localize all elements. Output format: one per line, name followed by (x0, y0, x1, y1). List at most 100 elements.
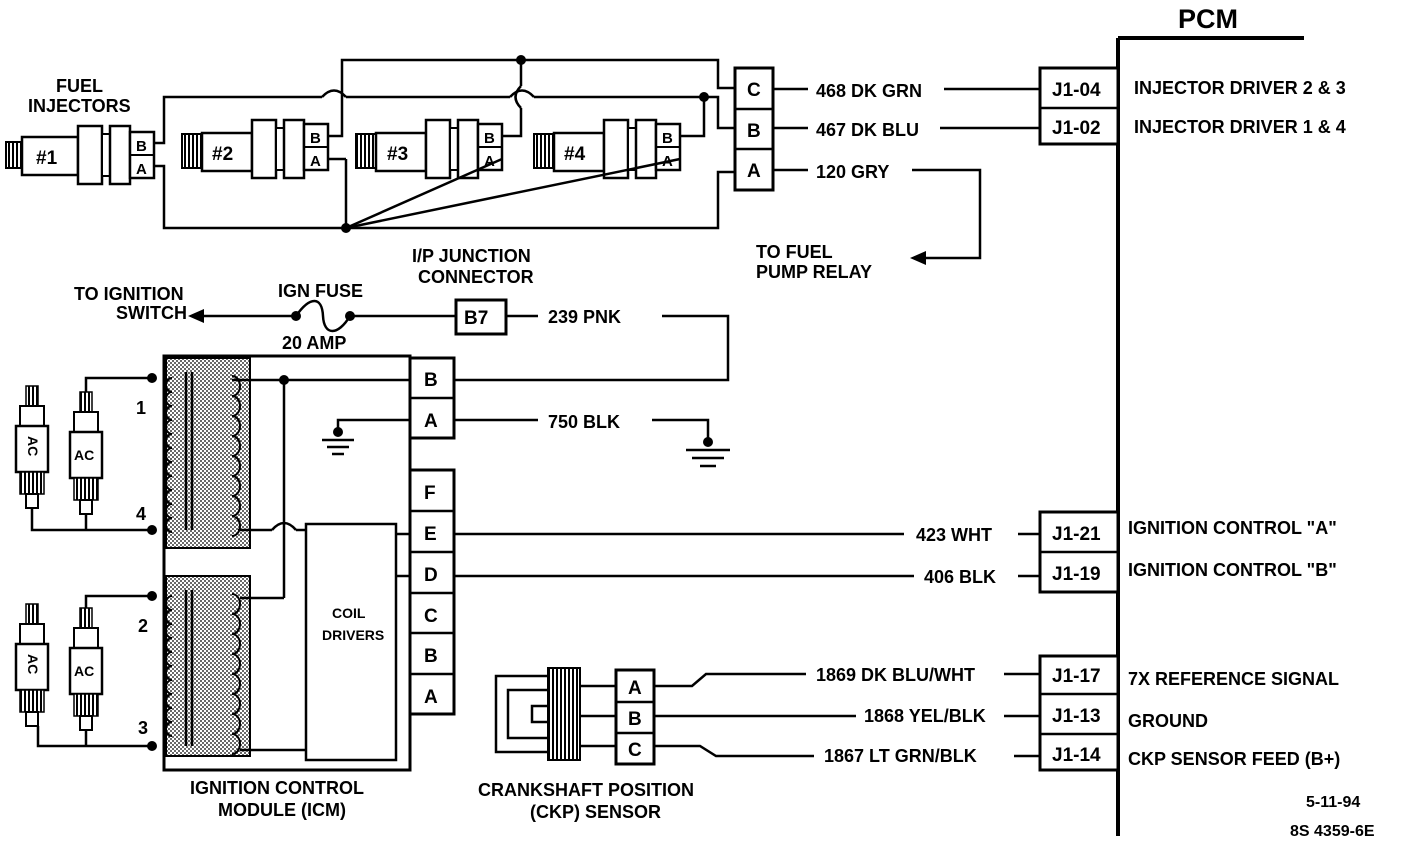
fuel-injector-2-label: #2 (212, 144, 233, 165)
plug-3-brand: AC (74, 663, 94, 679)
pcm-terminal-j1-21: J1-21 (1052, 524, 1101, 545)
coil-drivers-line2: DRIVERS (322, 627, 384, 643)
pcm-terminal-j1-19: J1-19 (1052, 564, 1101, 585)
ip-junction-line1: I/P JUNCTION (412, 246, 531, 266)
fuel-injector-2-pin-b: B (310, 130, 321, 147)
icm-pin-b-bottom: B (424, 646, 438, 667)
fuel-injectors-title-line1: FUEL (56, 76, 103, 96)
wire-1867-label: 1867 LT GRN/BLK (824, 746, 977, 766)
fuel-injector-3-label: #3 (387, 144, 408, 165)
pcm-function-ckp-feed: CKP SENSOR FEED (B+) (1128, 749, 1340, 769)
icm-ground-wire: 750 BLK (454, 412, 730, 468)
spark-plug-icon: AC (68, 607, 104, 731)
icm-label-line1: IGNITION CONTROL (190, 778, 364, 798)
ground-symbol-icon (686, 448, 730, 468)
ground-symbol-icon (322, 438, 354, 456)
to-fuel-pump-line2: PUMP RELAY (756, 262, 872, 282)
spark-plug-icon: AC (14, 603, 50, 727)
icm-pin-a-bottom: A (424, 687, 438, 708)
icm-pin-d: D (424, 565, 438, 586)
pcm-terminal-j1-04: J1-04 (1052, 80, 1101, 101)
diagram-date: 5-11-94 (1306, 794, 1360, 811)
arrow-to-fuel-pump-icon (910, 251, 926, 265)
fuel-injector-4-pin-b: B (662, 130, 673, 147)
injector-connector: C B A (733, 66, 775, 192)
injector-connector-pin-c: C (747, 80, 761, 101)
pcm-function-injector-2-3: INJECTOR DRIVER 2 & 3 (1134, 78, 1346, 98)
coil-pack-2-3 (165, 575, 251, 757)
ignition-control-wires: 423 WHT 406 BLK J1-21 J1-19 IGNITION CON… (454, 510, 1337, 594)
spark-plugs: AC AC 1 4 AC (14, 373, 157, 751)
power-feed-section: TO IGNITION SWITCH IGN FUSE 20 AMP I/P J… (74, 246, 730, 382)
icm-pin-e: E (424, 524, 437, 545)
plug-2-brand: AC (25, 654, 41, 674)
fuel-injector-4: #4 B A (533, 118, 682, 180)
ip-junction-line2: CONNECTOR (418, 267, 534, 287)
wire-1869-label: 1869 DK BLU/WHT (816, 665, 975, 685)
ckp-connector (614, 668, 656, 766)
plug-1-brand: AC (25, 436, 41, 456)
pcm-terminal-j1-14: J1-14 (1052, 745, 1101, 766)
fuel-injector-3: #3 B A (355, 118, 504, 180)
cylinder-3-label: 3 (138, 718, 148, 738)
wire-406-label: 406 BLK (924, 567, 996, 587)
splice-dot (341, 223, 351, 233)
fuel-injector-3-pin-a: A (484, 153, 495, 170)
coil-drivers-line1: COIL (332, 605, 366, 621)
pcm-function-ground: GROUND (1128, 711, 1208, 731)
wire-750-label: 750 BLK (548, 412, 620, 432)
wire-468-label: 468 DK GRN (816, 81, 922, 101)
fuel-injector-1: #1 B A (5, 124, 156, 186)
fuel-injector-1-pin-b: B (136, 138, 147, 155)
pcm-function-injector-1-4: INJECTOR DRIVER 1 & 4 (1134, 117, 1346, 137)
spark-plug-icon: AC (14, 385, 50, 509)
diagram-code: 8S 4359-6E (1290, 823, 1375, 840)
pcm-terminal-j1-13: J1-13 (1052, 706, 1101, 727)
fuel-injectors-title-line2: INJECTORS (28, 96, 131, 116)
ckp-sensor-coil (547, 667, 581, 761)
arrow-to-ignition-icon (188, 309, 204, 323)
wire-120-label: 120 GRY (816, 162, 889, 182)
pcm-title: PCM (1178, 4, 1238, 34)
cylinder-2-label: 2 (138, 616, 148, 636)
pcm-terminal-j1-02: J1-02 (1052, 118, 1101, 139)
fuel-injector-2: #2 B A (181, 118, 330, 180)
spark-plug-icon: AC (68, 391, 104, 515)
fuel-injector-1-pin-a: A (136, 161, 147, 178)
ip-junction-pin-b7: B7 (464, 308, 488, 329)
splice-dot (516, 55, 526, 65)
pcm-function-ignition-control-a: IGNITION CONTROL "A" (1128, 518, 1337, 538)
ckp-pin-a: A (628, 678, 642, 699)
splice-dot (699, 92, 709, 102)
pcm-function-ignition-control-b: IGNITION CONTROL "B" (1128, 560, 1337, 580)
injector-connector-pin-a: A (747, 161, 761, 182)
ckp-label-line1: CRANKSHAFT POSITION (478, 780, 694, 800)
fuel-injector-1-label: #1 (36, 148, 58, 169)
to-ignition-switch-line1: TO IGNITION (74, 284, 184, 304)
cylinder-1-label: 1 (136, 398, 146, 418)
wire-467-label: 467 DK BLU (816, 120, 919, 140)
ignition-control-module: COIL DRIVERS B A F E D C B A IGN (162, 354, 456, 820)
fuel-injector-2-pin-a: A (310, 153, 321, 170)
pcm-terminal-j1-17: J1-17 (1052, 666, 1101, 687)
wire-239-label: 239 PNK (548, 307, 621, 327)
icm-pin-a-top: A (424, 411, 438, 432)
injector-connector-pin-b: B (747, 121, 761, 142)
wire-423-label: 423 WHT (916, 525, 992, 545)
fuse-icon (291, 299, 355, 333)
pcm-function-7x-reference: 7X REFERENCE SIGNAL (1128, 669, 1339, 689)
ign-fuse-label: IGN FUSE (278, 281, 363, 301)
icm-pin-c: C (424, 606, 438, 627)
icm-label-line2: MODULE (ICM) (218, 800, 346, 820)
injector-harness-wires (154, 55, 735, 233)
wire-1868-label: 1868 YEL/BLK (864, 706, 986, 726)
ckp-pin-c: C (628, 740, 642, 761)
fuel-injector-4-label: #4 (564, 144, 586, 165)
ckp-sensor-section: A B C 1869 DK BLU/WHT 1868 YEL/BLK 1867 … (478, 654, 1340, 822)
icm-pin-f: F (424, 483, 436, 504)
ckp-pin-b: B (628, 709, 642, 730)
icm-pin-b-top: B (424, 370, 438, 391)
fuel-injector-3-pin-b: B (484, 130, 495, 147)
ign-fuse-rating: 20 AMP (282, 333, 346, 353)
